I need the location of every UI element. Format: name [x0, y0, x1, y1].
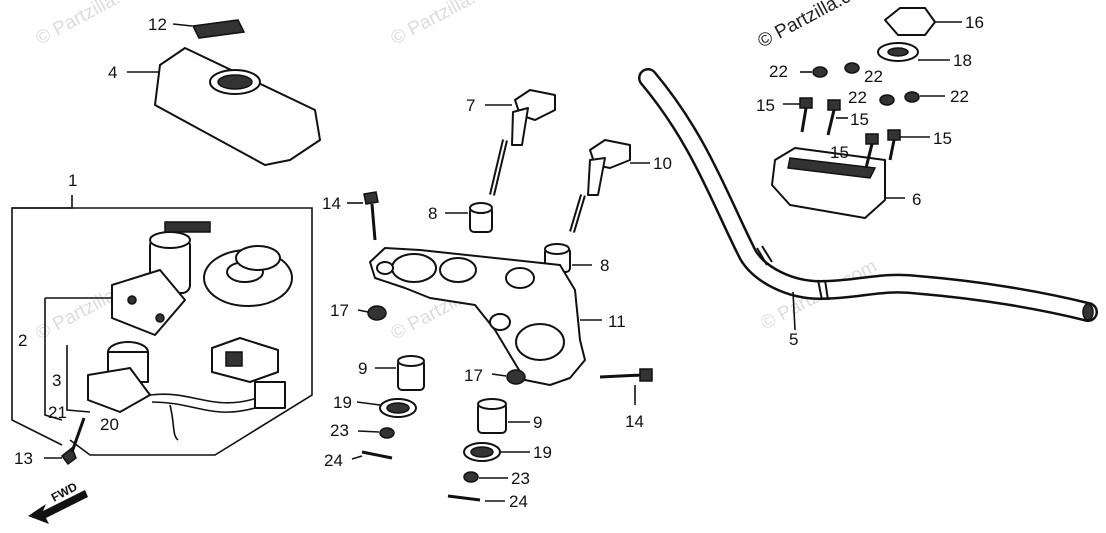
part-22-nut-3: [879, 94, 895, 106]
callout-23a: 23: [330, 421, 349, 440]
part-17-nut-upper: [357, 305, 387, 321]
part-1-assembly-outline: [11, 195, 313, 456]
callout-14a: 14: [322, 194, 341, 213]
callout-2: 2: [18, 331, 27, 350]
callout-24a: 24: [324, 451, 343, 470]
callout-6: 6: [912, 190, 921, 209]
part-18-washer: [877, 42, 950, 62]
watermark-top-right: © Partzilla.com: [754, 0, 877, 52]
callout-14b: 14: [625, 412, 644, 431]
callout-19b: 19: [533, 443, 552, 462]
ignition-cap: [203, 245, 293, 307]
part-17-nut-lower: [491, 369, 526, 385]
callout-22c: 22: [848, 88, 867, 107]
watermark-1: © Partzilla.com: [32, 0, 155, 49]
callout-15c: 15: [830, 143, 849, 162]
part-3-switch-base: [87, 341, 286, 441]
callout-3: 3: [52, 371, 61, 390]
callout-labels: 1 2 3 4 5 6 7 8 8 9 9 10 11 12 13 14 14 …: [14, 13, 984, 511]
callout-7: 7: [466, 96, 475, 115]
part-11-top-bridge: [369, 247, 602, 386]
part-22-nut-4: [904, 91, 945, 103]
part-8-bushing-upper: [445, 202, 493, 233]
part-16-cap: [884, 7, 962, 36]
part-23-nut-right: [463, 471, 508, 483]
callout-20: 20: [100, 415, 119, 434]
part-6-handlebar-clamp: [771, 147, 905, 219]
part-10-handlebar-riser: [569, 139, 650, 233]
part-13-bolt: [44, 417, 86, 466]
callout-11: 11: [608, 312, 626, 331]
part-9-bushing-right: [477, 398, 530, 434]
watermark-2: © Partzilla.com: [387, 0, 510, 49]
part-22-nut-1: [800, 66, 828, 78]
part-15-bolt-4: [887, 129, 930, 161]
callout-15b: 15: [850, 110, 869, 129]
callout-17a: 17: [330, 301, 349, 320]
part-24-cotter-pin-right: [447, 494, 505, 502]
callout-22d: 22: [950, 87, 969, 106]
part-12-label-sticker: [172, 19, 246, 39]
callout-8a: 8: [428, 204, 437, 223]
part-14-bolt-upper: [347, 191, 379, 241]
part-15-bolt-3: [864, 133, 879, 169]
part-9-bushing-left: [375, 355, 425, 391]
part-24-cotter-pin-left: [351, 450, 393, 460]
part-5-handlebar: [638, 68, 1098, 331]
part-19-washer-left: [356, 398, 417, 418]
callout-12: 12: [148, 15, 167, 34]
callout-15d: 15: [933, 129, 952, 148]
part-1-ignition-switch: [111, 221, 211, 336]
part-23-nut-left: [357, 427, 395, 439]
callout-9a: 9: [358, 359, 367, 378]
callout-24b: 24: [509, 492, 528, 511]
callout-9b: 9: [533, 413, 542, 432]
part-19-washer-right: [463, 442, 530, 462]
callout-22b: 22: [864, 67, 883, 86]
part-4-cover: [127, 47, 321, 166]
part-14-bolt-lower: [599, 368, 653, 405]
callout-23b: 23: [511, 469, 530, 488]
part-15-bolt-1: [783, 97, 813, 133]
callout-19a: 19: [333, 393, 352, 412]
callout-1: 1: [68, 171, 77, 190]
callout-17b: 17: [464, 366, 483, 385]
callout-10: 10: [653, 154, 672, 173]
part-22-nut-2: [844, 62, 860, 74]
callout-5: 5: [789, 330, 798, 349]
ignition-block: [211, 337, 279, 383]
part-15-bolt-2: [826, 99, 848, 136]
callout-21: 21: [48, 403, 67, 422]
callout-8b: 8: [600, 256, 609, 275]
callout-13: 13: [14, 449, 33, 468]
callout-18: 18: [953, 51, 972, 70]
callout-4: 4: [108, 63, 117, 82]
callout-16: 16: [965, 13, 984, 32]
part-7-handlebar-riser: [485, 89, 556, 196]
callout-15a: 15: [756, 96, 775, 115]
fwd-arrow: FWD: [28, 479, 88, 524]
callout-22a: 22: [769, 62, 788, 81]
